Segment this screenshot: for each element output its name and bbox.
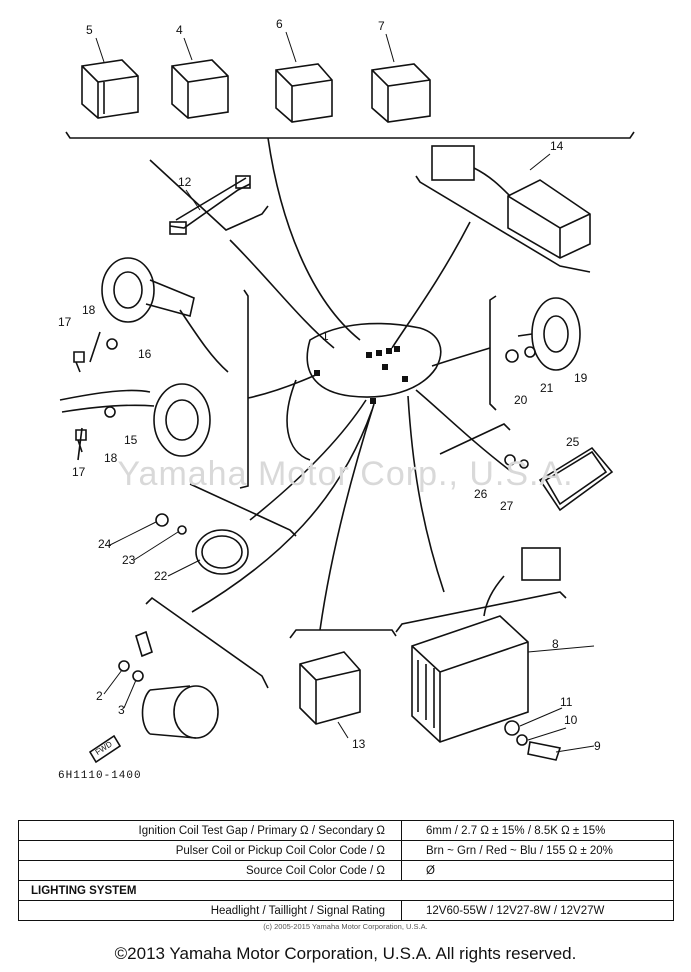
relay-group-bracket <box>65 131 635 139</box>
spec-row: Pulser Coil or Pickup Coil Color Code / … <box>18 840 674 861</box>
callout-19: 19 <box>574 371 588 385</box>
spec-value: 6mm / 2.7 Ω ± 15% / 8.5K Ω ± 15% <box>401 820 674 841</box>
relay-4 <box>171 59 229 119</box>
exploded-parts-diagram: 5 4 6 7 14 12 18 17 16 15 18 17 1 19 21 … <box>58 17 635 764</box>
spec-value: 12V60-55W / 12V27-8W / 12V27W <box>401 900 674 921</box>
callout-9: 9 <box>594 739 601 753</box>
callout-18a: 18 <box>82 303 96 317</box>
callout-11: 11 <box>560 695 573 709</box>
headlight-bulb-assembly <box>135 630 219 739</box>
callout-26: 26 <box>474 487 488 501</box>
callout-7: 7 <box>378 19 385 33</box>
callout-13: 13 <box>352 737 366 751</box>
spec-label: Ignition Coil Test Gap / Primary Ω / Sec… <box>18 820 402 841</box>
spec-value: Ø <box>401 860 674 881</box>
callout-24: 24 <box>98 537 112 551</box>
callout-1: 1 <box>322 329 329 343</box>
callout-25: 25 <box>566 435 580 449</box>
relay-5 <box>81 59 139 119</box>
callout-16: 16 <box>138 347 152 361</box>
spec-label: Source Coil Color Code / Ω <box>18 860 402 881</box>
callout-15: 15 <box>124 433 138 447</box>
reflector-25 <box>538 446 614 512</box>
spec-label: Pulser Coil or Pickup Coil Color Code / … <box>18 840 402 861</box>
callout-17b: 17 <box>72 465 86 479</box>
callout-6: 6 <box>276 17 283 31</box>
relay-6 <box>275 63 333 123</box>
spec-label: Headlight / Taillight / Signal Rating <box>18 900 402 921</box>
callout-23: 23 <box>122 553 136 567</box>
spec-value: Brn ~ Grn / Red ~ Blu / 155 Ω ± 20% <box>401 840 674 861</box>
callout-18b: 18 <box>104 451 118 465</box>
spec-row: Ignition Coil Test Gap / Primary Ω / Sec… <box>18 820 674 841</box>
spec-row: Headlight / Taillight / Signal Rating 12… <box>18 900 674 921</box>
callout-14: 14 <box>550 139 564 153</box>
callout-27: 27 <box>500 499 514 513</box>
callout-22: 22 <box>154 569 168 583</box>
spec-section-row: LIGHTING SYSTEM <box>18 880 674 901</box>
horn-15 <box>59 383 211 457</box>
relay-7 <box>371 63 431 123</box>
horn-16 <box>101 257 229 373</box>
reflector-22 <box>195 529 249 575</box>
wire-harness-12 <box>169 177 251 229</box>
footer-copyright: ©2013 Yamaha Motor Corporation, U.S.A. A… <box>114 944 577 963</box>
ignitor-unit-14 <box>431 145 591 259</box>
callout-21: 21 <box>540 381 554 395</box>
callout-12: 12 <box>178 175 192 189</box>
small-copyright: (c) 2005-2015 Yamaha Motor Corporation, … <box>263 922 428 931</box>
callout-17a: 17 <box>58 315 72 329</box>
callout-20: 20 <box>514 393 528 407</box>
rectifier-regulator-8 <box>411 547 561 743</box>
diagram-part-code: 6H1110-1400 <box>58 770 142 782</box>
callout-3: 3 <box>118 703 125 717</box>
fwd-arrow <box>88 734 122 764</box>
spec-table: Ignition Coil Test Gap / Primary Ω / Sec… <box>18 820 674 921</box>
fwd-label: FWD <box>94 739 114 757</box>
frame-bracket <box>306 322 442 398</box>
callout-2: 2 <box>96 689 103 703</box>
spec-section-title: LIGHTING SYSTEM <box>18 880 674 901</box>
horn-19 <box>517 297 581 371</box>
callout-10: 10 <box>564 713 578 727</box>
callout-4: 4 <box>176 23 183 37</box>
flasher-relay-13 <box>299 651 361 725</box>
callout-8: 8 <box>552 637 559 651</box>
spec-row: Source Coil Color Code / Ω Ø <box>18 860 674 881</box>
callout-5: 5 <box>86 23 93 37</box>
